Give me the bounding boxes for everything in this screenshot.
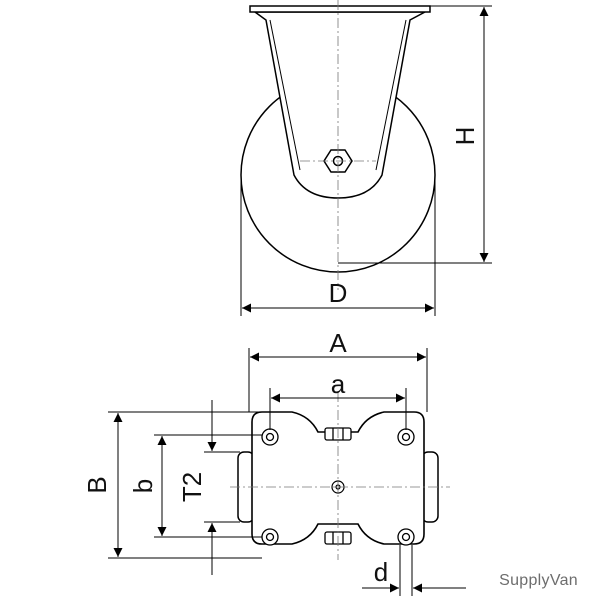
mounting-holes [261,428,415,546]
mounting-hole [397,528,415,546]
plate-length-label: B [82,476,112,493]
mounting-hole [261,428,279,446]
diameter-label: D [329,278,348,308]
brand-watermark: SupplyVan [499,572,578,589]
hole-spacing-width-label: a [331,369,346,399]
fork-inner-line [269,19,407,171]
mounting-plate-edge [249,5,431,13]
hole-spacing-length-label: b [128,479,158,493]
fork-bracket [252,11,426,199]
mounting-hole [397,428,415,446]
hole-diameter-label: d [374,557,388,587]
tread-width-label: T2 [177,472,207,502]
plate-width-label: A [329,328,347,358]
mounting-hole [261,528,279,546]
height-label: H [450,127,480,146]
